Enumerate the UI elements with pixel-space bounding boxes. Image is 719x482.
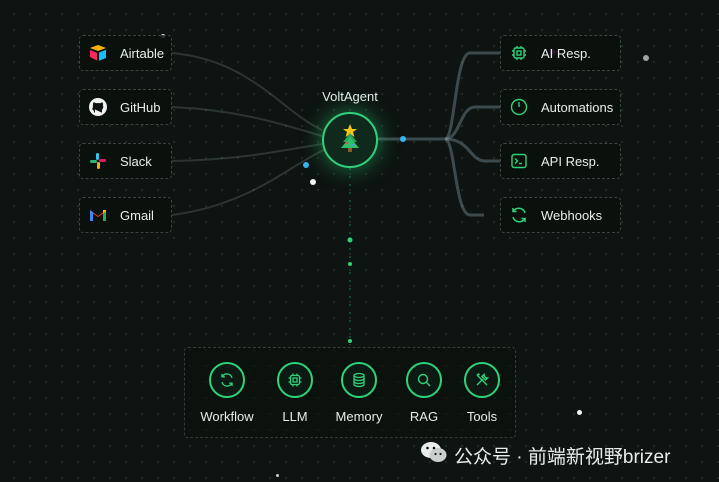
voltagent-hub[interactable] [322, 112, 378, 168]
airtable-icon [88, 43, 108, 63]
watermark: 公众号 · 前端新视野brizer [420, 440, 670, 470]
output-label: API Resp. [541, 153, 600, 169]
wire-automations [444, 105, 500, 141]
source-label: GitHub [120, 99, 161, 115]
tool-label: Tools [466, 409, 498, 424]
output-node-ai-resp[interactable]: AI Resp. [500, 35, 621, 71]
tool-label: Workflow [200, 409, 254, 424]
output-label: Automations [541, 99, 614, 115]
hub-title: VoltAgent [322, 89, 378, 104]
slack-icon [88, 151, 108, 171]
output-label: AI Resp. [541, 45, 591, 61]
terminal-icon [509, 151, 529, 171]
cycle-icon [209, 362, 245, 398]
output-node-api-resp[interactable]: API Resp. [500, 143, 621, 179]
tool-workflow[interactable]: Workflow [192, 362, 262, 424]
star-dot [643, 55, 649, 61]
pulse-green-1 [347, 237, 353, 243]
output-node-webhooks[interactable]: Webhooks [500, 197, 621, 233]
gmail-icon [88, 205, 108, 225]
search-icon [406, 362, 442, 398]
christmas-tree-icon [337, 123, 363, 158]
tool-rag[interactable]: RAG [389, 362, 459, 424]
wire-airtable [171, 52, 323, 131]
star-dot [577, 410, 582, 415]
wire-api-resp [444, 137, 500, 163]
wire-gmail [171, 149, 325, 216]
wire-ai-resp [443, 51, 500, 141]
pulse-green-2 [348, 262, 352, 266]
source-label: Airtable [120, 45, 165, 61]
star-dot [310, 179, 316, 185]
output-label: Webhooks [541, 207, 603, 223]
chip-icon [277, 362, 313, 398]
database-icon [341, 362, 377, 398]
output-node-automations[interactable]: Automations [500, 89, 621, 125]
source-node-slack[interactable]: Slack [79, 143, 172, 179]
chip-icon [509, 43, 529, 63]
wire-github [171, 106, 323, 137]
tool-memory[interactable]: Memory [324, 362, 394, 424]
pulse-green-3 [348, 339, 352, 343]
github-icon [88, 97, 108, 117]
wrench-icon [464, 362, 500, 398]
wechat-icon [420, 440, 448, 470]
source-node-airtable[interactable]: Airtable [79, 35, 172, 71]
gauge-icon [509, 97, 529, 117]
pulse-blue-2 [303, 162, 309, 168]
tool-label: RAG [409, 409, 439, 424]
source-node-gmail[interactable]: Gmail [79, 197, 172, 233]
wire-slack [171, 143, 323, 162]
source-label: Slack [120, 153, 152, 169]
tool-label: LLM [282, 409, 308, 424]
tool-llm[interactable]: LLM [260, 362, 330, 424]
source-node-github[interactable]: GitHub [79, 89, 172, 125]
source-label: Gmail [120, 207, 154, 223]
pulse-blue-1 [400, 136, 406, 142]
tool-label: Memory [335, 409, 383, 424]
tool-tools[interactable]: Tools [447, 362, 517, 424]
refresh-icon [509, 205, 529, 225]
watermark-text: 公众号 · 前端新视野brizer [454, 446, 671, 468]
wire-webhooks [444, 137, 484, 217]
star-dot [276, 474, 279, 477]
